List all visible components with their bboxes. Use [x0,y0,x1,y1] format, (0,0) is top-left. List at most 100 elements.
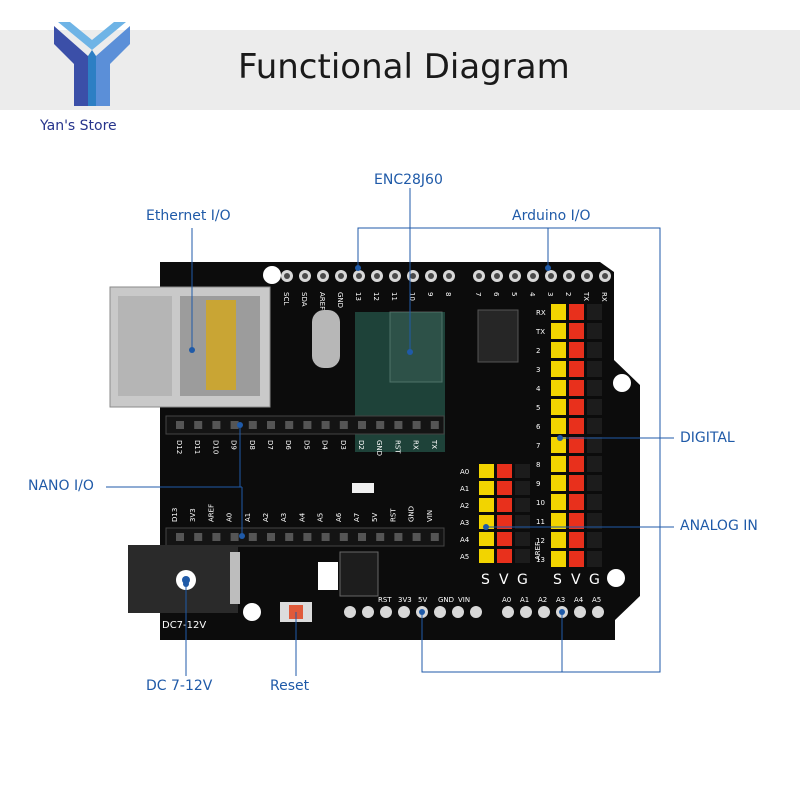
digital-pin [551,399,566,415]
digital-row-label: 2 [536,347,540,355]
digital-pin [569,494,584,510]
power-label: 5V [418,596,427,604]
analog-pin [479,532,494,546]
digital-pin [569,551,584,567]
top-pin-label: 13 [354,292,362,301]
analog-pin [497,498,512,512]
analog-pin [497,515,512,529]
nano-bottom-label: A7 [353,513,361,522]
svg-letter: S [553,572,562,588]
nano-top-label: D6 [284,440,292,450]
smd-part [352,483,374,493]
digital-pin [551,418,566,434]
nano-bottom-label: A5 [317,513,325,522]
page-title: Functional Diagram [238,47,570,87]
digital-pin [587,304,602,320]
nano-pin [321,421,330,429]
board-dc-label: DC7-12V [162,620,206,631]
header-pin [344,606,356,618]
header-pin [592,606,604,618]
nano-top-label: D5 [302,440,310,450]
nano-pin [212,533,221,541]
nano-top-label: RST [393,440,401,454]
digital-pin [587,551,602,567]
digital-pin [551,323,566,339]
nano-top-label: D4 [321,440,329,450]
nano-pin [212,421,221,429]
nano-bottom-label: A1 [244,513,252,522]
analog-pin [515,515,530,529]
digital-row-label: RX [536,309,546,317]
analog-pin [479,464,494,478]
nano-bottom-label: A0 [226,513,234,522]
top-pin-label: AREF [318,292,326,310]
regulator [318,562,338,590]
digital-pin [569,456,584,472]
analog-pin [479,481,494,495]
nano-pin [267,533,275,541]
digital-row-label: 11 [536,518,545,526]
analog-bottom-label: A3 [556,596,565,604]
top-pin-label: 2 [564,292,572,296]
digital-row-label: 13 [536,556,545,564]
svg-letter: S [481,572,490,588]
digital-row-label: 7 [536,442,540,450]
digital-pin [587,456,602,472]
digital-pin [587,361,602,377]
top-pin-label: 5 [510,292,518,296]
digital-pin [569,304,584,320]
digital-pin [551,361,566,377]
top-pin-label: SCL [282,292,290,305]
digital-row-label: 12 [536,537,545,545]
top-pin-label: SDA [300,292,308,307]
ic-chip [477,309,519,363]
nano-bottom-label: VIN [426,510,434,522]
nano-pin [248,421,257,429]
digital-pin [551,513,566,529]
top-pin-label: RX [600,292,608,302]
crystal [312,310,340,368]
nano-pin [285,533,294,541]
nano-pin [176,533,184,541]
digital-row-label: TX [535,328,545,336]
digital-pin [569,399,584,415]
digital-pin [569,380,584,396]
analog-pin [497,549,512,563]
digital-pin [569,513,584,529]
nano-top-label: D3 [339,440,347,450]
digital-pin [569,418,584,434]
power-label: VIN [458,596,470,604]
header-pin [520,606,532,618]
nano-pin [430,421,439,429]
analog-row-label: A1 [460,485,469,493]
power-label: 3V3 [398,596,412,604]
nano-top-label: D7 [266,440,274,450]
digital-pin [569,532,584,548]
digital-pin [569,323,584,339]
nano-pin [267,421,275,429]
top-pin-label: TX [582,291,590,301]
top-pin-label: 11 [390,292,398,301]
analog-row-label: A0 [460,468,469,476]
nano-bottom-label: A4 [298,512,306,522]
digital-pin [587,418,602,434]
top-pin-label: 6 [492,292,500,297]
mount-hole [607,569,625,587]
header-pin [380,606,392,618]
nano-bottom-label: D13 [171,508,179,522]
digital-pin [551,437,566,453]
mount-hole [243,603,261,621]
analog-pin [515,481,530,495]
header-pin [362,606,374,618]
callout-dots [183,265,565,615]
digital-pin [551,475,566,491]
callout-enc28j60: ENC28J60 [374,172,443,188]
callout-lines [106,188,674,676]
digital-pin [569,475,584,491]
digital-pin [551,380,566,396]
nano-pin [339,533,348,541]
